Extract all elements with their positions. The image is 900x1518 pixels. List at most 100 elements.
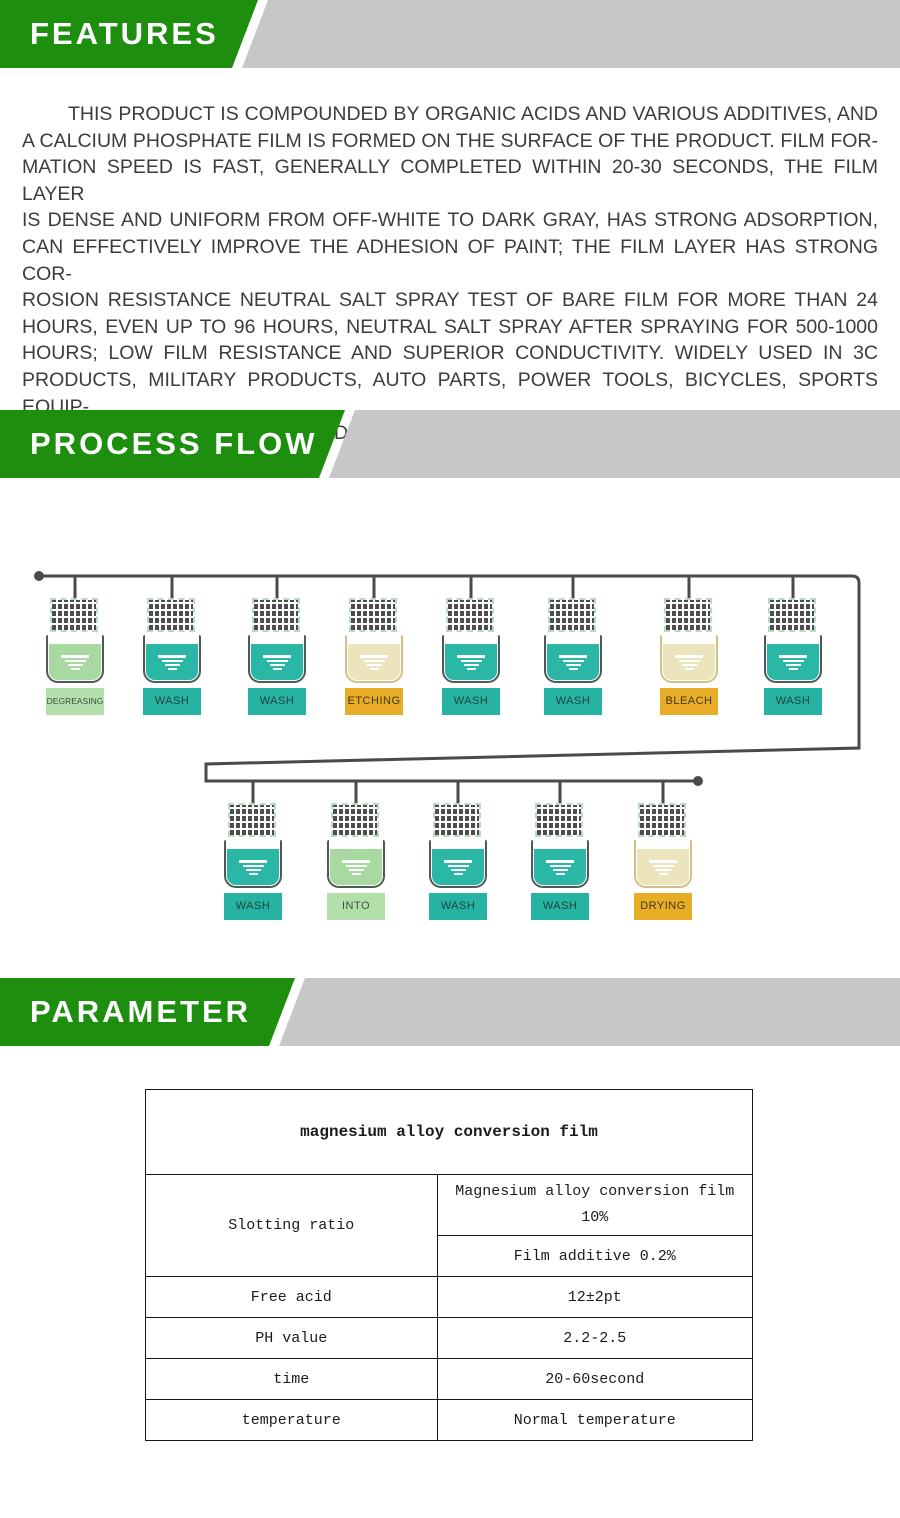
liquid-stack-icon	[546, 859, 574, 875]
paragraph-line: MATION SPEED IS FAST, GENERALLY COMPLETE…	[22, 156, 878, 205]
station-label: DRYING	[634, 893, 692, 920]
basket-icon	[349, 598, 397, 632]
table-cell-value: 2.2-2.5	[436, 1317, 754, 1359]
paragraph-line: HOURS, EVEN UP TO 96 HOURS, NEUTRAL SALT…	[22, 315, 878, 338]
liquid-stack-icon	[360, 654, 388, 670]
tank-icon	[442, 635, 500, 683]
flow-station-wash: WASH	[429, 803, 487, 921]
tank-icon	[46, 635, 104, 683]
tank-icon	[345, 635, 403, 683]
liquid-stack-icon	[444, 859, 472, 875]
parameter-banner: PARAMETER	[0, 978, 900, 1046]
tank-icon	[531, 840, 589, 888]
paragraph-line: ROSION RESISTANCE NEUTRAL SALT SPRAY TES…	[22, 289, 878, 312]
tank-icon	[660, 635, 718, 683]
basket-icon	[228, 803, 276, 837]
basket-icon	[638, 803, 686, 837]
liquid-stack-icon	[779, 654, 807, 670]
station-label: WASH	[442, 688, 500, 715]
flow-station-etching: ETCHING	[345, 598, 403, 716]
liquid-stack-icon	[559, 654, 587, 670]
table-cell-value: 12±2pt	[436, 1276, 754, 1318]
basket-icon	[331, 803, 379, 837]
basket-icon	[252, 598, 300, 632]
tank-icon	[143, 635, 201, 683]
station-label: WASH	[224, 893, 282, 920]
basket-icon	[548, 598, 596, 632]
flow-station-wash: WASH	[442, 598, 500, 716]
features-banner: FEATURES	[0, 0, 900, 68]
station-label: BLEACH	[660, 688, 718, 715]
tank-icon	[429, 840, 487, 888]
slotting-value-line2: 10%	[581, 1209, 609, 1226]
flow-station-wash: WASH	[143, 598, 201, 716]
banner-gray-stripe	[242, 0, 900, 68]
liquid-stack-icon	[457, 654, 485, 670]
basket-icon	[433, 803, 481, 837]
parameter-table: magnesium alloy conversion film Slotting…	[145, 1089, 754, 1441]
station-label: WASH	[531, 893, 589, 920]
station-label: INTO	[327, 893, 385, 920]
tank-icon	[544, 635, 602, 683]
station-label: WASH	[248, 688, 306, 715]
tank-icon	[248, 635, 306, 683]
features-paragraph: THIS PRODUCT IS COMPOUNDED BY ORGANIC AC…	[22, 101, 878, 447]
table-title: magnesium alloy conversion film	[145, 1089, 753, 1175]
station-label: WASH	[143, 688, 201, 715]
station-label: DEGREASING	[46, 688, 104, 715]
banner-gray-stripe	[329, 410, 900, 478]
banner-green-ribbon	[0, 0, 258, 68]
rail-end-dot	[693, 776, 703, 786]
liquid-stack-icon	[158, 654, 186, 670]
paragraph-line: A CALCIUM PHOSPHATE FILM IS FORMED ON TH…	[22, 129, 878, 152]
table-cell-label: Free acid	[145, 1276, 438, 1318]
process-flow-banner: PROCESS FLOW	[0, 410, 900, 478]
station-label: ETCHING	[345, 688, 403, 715]
liquid-stack-icon	[649, 859, 677, 875]
basket-icon	[147, 598, 195, 632]
basket-icon	[446, 598, 494, 632]
tank-icon	[327, 840, 385, 888]
table-cell-value: Magnesium alloy conversion film 10%	[436, 1174, 754, 1236]
banner-green-ribbon	[0, 978, 295, 1046]
table-cell-label: temperature	[145, 1399, 438, 1441]
liquid-stack-icon	[239, 859, 267, 875]
basket-icon	[768, 598, 816, 632]
table-cell-value: Film additive 0.2%	[436, 1235, 754, 1277]
liquid-stack-icon	[61, 654, 89, 670]
flow-station-wash: WASH	[544, 598, 602, 716]
flow-station-wash: WASH	[531, 803, 589, 921]
process-flow-title: PROCESS FLOW	[30, 426, 318, 461]
station-label: WASH	[544, 688, 602, 715]
table-cell-label: Slotting ratio	[145, 1174, 438, 1277]
table-cell-label: time	[145, 1358, 438, 1400]
flow-station-wash: WASH	[764, 598, 822, 716]
flow-station-drying: DRYING	[634, 803, 692, 921]
flow-station-wash: WASH	[224, 803, 282, 921]
paragraph-line: THIS PRODUCT IS COMPOUNDED BY ORGANIC AC…	[68, 103, 878, 125]
table-cell-value: Normal temperature	[436, 1399, 754, 1441]
paragraph-line: HOURS; LOW FILM RESISTANCE AND SUPERIOR …	[22, 342, 878, 365]
flow-station-degreasing: DEGREASING	[46, 598, 104, 716]
paragraph-line: IS DENSE AND UNIFORM FROM OFF-WHITE TO D…	[22, 209, 878, 232]
paragraph-line: CAN EFFECTIVELY IMPROVE THE ADHESION OF …	[22, 235, 878, 285]
rail-start-dot	[34, 571, 44, 581]
table-cell-value: 20-60second	[436, 1358, 754, 1400]
liquid-stack-icon	[675, 654, 703, 670]
basket-icon	[535, 803, 583, 837]
banner-gray-stripe	[279, 978, 900, 1046]
flow-station-bleach: BLEACH	[660, 598, 718, 716]
tank-icon	[764, 635, 822, 683]
basket-icon	[50, 598, 98, 632]
liquid-stack-icon	[263, 654, 291, 670]
station-label: WASH	[764, 688, 822, 715]
parameter-title: PARAMETER	[30, 994, 252, 1029]
flow-station-into: INTO	[327, 803, 385, 921]
liquid-stack-icon	[342, 859, 370, 875]
tank-icon	[634, 840, 692, 888]
slotting-value-line1: Magnesium alloy conversion film	[455, 1183, 735, 1200]
banner-green-ribbon	[0, 410, 345, 478]
flow-station-wash: WASH	[248, 598, 306, 716]
features-title: FEATURES	[30, 16, 219, 51]
